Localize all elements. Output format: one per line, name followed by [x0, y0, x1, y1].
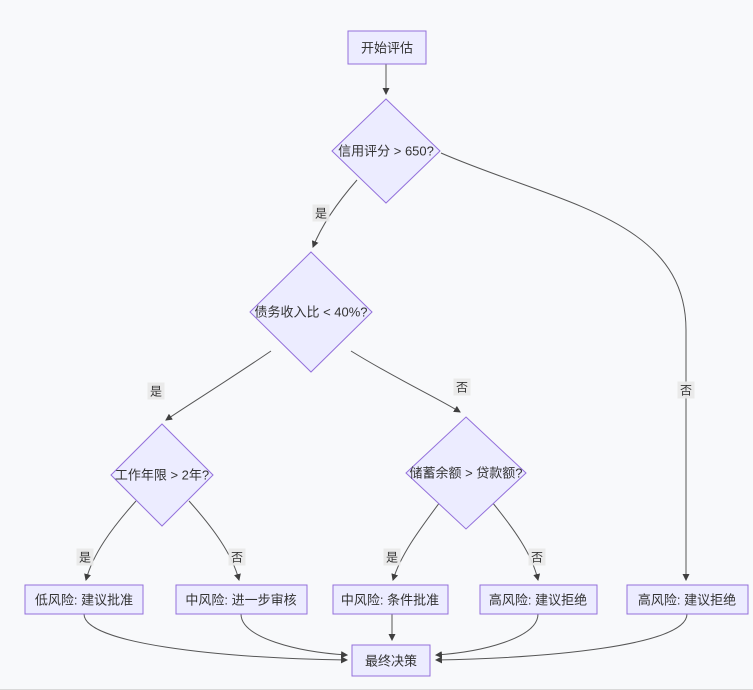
edge-label-dti-no: 否 [453, 378, 471, 396]
svg-text:否: 否 [456, 381, 468, 395]
edge-reject-a-to-final [434, 613, 539, 659]
node-mid-risk-review: 中风险: 进一步审核 [175, 584, 308, 615]
edge-work-yes-to-low [84, 500, 137, 582]
node-mid-risk-conditional: 中风险: 条件批准 [332, 584, 449, 615]
node-final-decision: 最终决策 [351, 644, 431, 677]
edge-dti-yes-to-work [165, 350, 272, 421]
svg-text:否: 否 [231, 551, 243, 565]
edge-label-savings-yes: 是 [383, 548, 401, 566]
svg-text:是: 是 [315, 207, 327, 221]
node-credit-check: 信用评分 > 650? [331, 98, 441, 204]
edge-work-no-to-review [188, 500, 241, 582]
node-dti-check: 债务收入比 < 40%? [249, 251, 373, 373]
svg-text:是: 是 [386, 551, 398, 565]
edge-credit-no-to-reject [440, 152, 690, 582]
svg-text:工作年限 > 2年?: 工作年限 > 2年? [115, 468, 209, 483]
edge-label-dti-yes: 是 [147, 382, 165, 400]
svg-text:信用评分 > 650?: 信用评分 > 650? [338, 144, 434, 159]
edge-review-to-final [240, 613, 349, 659]
edge-label-credit-no: 否 [677, 381, 695, 399]
svg-text:否: 否 [680, 384, 692, 398]
svg-text:最终决策: 最终决策 [365, 654, 417, 669]
svg-text:是: 是 [79, 551, 91, 565]
node-work-years-check: 工作年限 > 2年? [110, 423, 214, 527]
svg-text:债务收入比 < 40%?: 债务收入比 < 40%? [254, 305, 367, 320]
svg-text:高风险: 建议拒绝: 高风险: 建议拒绝 [638, 593, 736, 608]
edge-label-work-yes: 是 [76, 548, 94, 566]
svg-text:否: 否 [531, 551, 543, 565]
node-high-risk-reject-a: 高风险: 建议拒绝 [479, 584, 598, 615]
edge-low-to-final [83, 613, 349, 664]
edge-credit-yes-to-dti [311, 179, 358, 248]
edge-reject-b-to-final [434, 613, 688, 664]
edge-label-savings-no: 否 [528, 548, 546, 566]
node-start: 开始评估 [347, 30, 427, 65]
node-high-risk-reject-b: 高风险: 建议拒绝 [626, 584, 749, 615]
node-low-risk-approve: 低风险: 建议批准 [24, 584, 144, 615]
node-savings-check: 储蓄余额 > 贷款额? [405, 416, 527, 530]
edge-label-work-no: 否 [228, 548, 246, 566]
edge-dti-no-to-savings [350, 350, 461, 413]
svg-text:是: 是 [150, 385, 162, 399]
svg-text:高风险: 建议拒绝: 高风险: 建议拒绝 [489, 593, 587, 608]
edge-label-credit-yes: 是 [312, 204, 330, 222]
svg-text:中风险: 条件批准: 中风险: 条件批准 [341, 593, 439, 608]
edge-savings-yes-to-conditional [391, 501, 441, 582]
svg-text:低风险: 建议批准: 低风险: 建议批准 [35, 593, 133, 608]
svg-text:储蓄余额 > 贷款额?: 储蓄余额 > 贷款额? [409, 466, 522, 481]
svg-text:开始评估: 开始评估 [361, 41, 413, 56]
svg-text:中风险: 进一步审核: 中风险: 进一步审核 [185, 593, 296, 608]
edge-savings-no-to-reject [491, 501, 541, 582]
